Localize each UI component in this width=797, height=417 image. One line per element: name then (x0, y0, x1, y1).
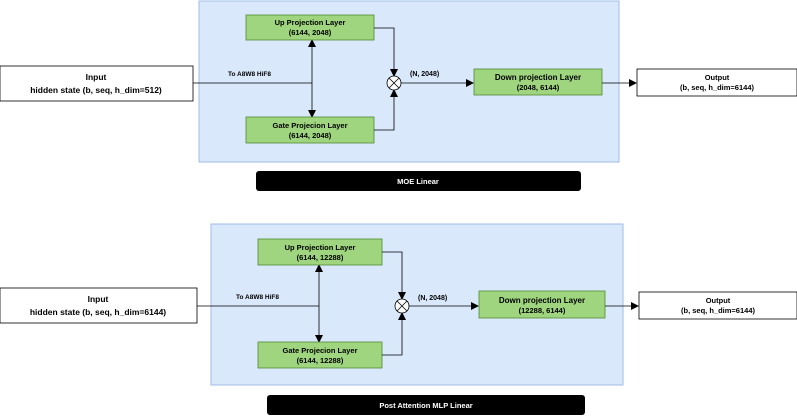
mlp-mul-label: (N, 2048) (418, 295, 447, 302)
mlp-down-projection-layer: Down projection Layer (12288, 6144) (478, 290, 606, 319)
mlp-up-projection-layer: Up Projection Layer (6144, 12288) (257, 238, 383, 266)
moe-down-dims: (2048, 6144) (517, 83, 560, 92)
mlp-input-title: Input (88, 294, 109, 304)
moe-gate-projection-layer: Gate Projecion Layer (6144, 2048) (245, 116, 375, 144)
mlp-input-box: Input hidden state (b, seq, h_dim=6144) (0, 287, 198, 324)
mlp-quant-label: To A8W8 HiF8 (236, 294, 279, 301)
moe-gate-to-multiply (374, 89, 398, 131)
mlp-up-title: Up Projection Layer (285, 243, 356, 252)
mlp-down-dims: (12288, 6144) (519, 306, 566, 315)
mlp-output-box: Output (b, seq, h_dim=6144) (638, 291, 797, 320)
moe-input-box: Input hidden state (b, seq, h_dim=512) (0, 65, 194, 102)
moe-gate-title: Gate Projecion Layer (272, 121, 347, 130)
mlp-down-title: Down projection Layer (499, 296, 585, 305)
mlp-output-title: Output (706, 296, 731, 305)
moe-up-to-multiply (374, 27, 398, 77)
mlp-output-shape: (b, seq, h_dim=6144) (681, 306, 755, 315)
moe-output-shape: (b, seq, h_dim=6144) (680, 83, 754, 92)
moe-output-title: Output (705, 73, 730, 82)
moe-caption: MOE Linear (256, 171, 581, 191)
moe-output-box: Output (b, seq, h_dim=6144) (636, 68, 797, 97)
mlp-gate-projection-layer: Gate Projecion Layer (6144, 12288) (257, 341, 383, 369)
mlp-caption-text: Post Attention MLP Linear (379, 401, 472, 410)
mlp-gate-dims: (6144, 12288) (297, 356, 344, 365)
moe-diagram: Input hidden state (b, seq, h_dim=512) T… (0, 0, 797, 191)
moe-down-projection-layer: Down projection Layer (2048, 6144) (473, 68, 603, 96)
mlp-diagram: Input hidden state (b, seq, h_dim=6144) … (0, 223, 797, 415)
moe-gate-dims: (6144, 2048) (289, 131, 332, 140)
moe-caption-text: MOE Linear (397, 177, 439, 186)
mlp-gate-title: Gate Projecion Layer (282, 346, 357, 355)
moe-mul-label: (N, 2048) (410, 71, 439, 78)
mlp-input-shape: hidden state (b, seq, h_dim=6144) (30, 307, 166, 317)
moe-up-dims: (6144, 2048) (289, 28, 332, 37)
moe-quant-label: To A8W8 HiF8 (228, 71, 271, 78)
moe-up-projection-layer: Up Projection Layer (6144, 2048) (245, 14, 375, 41)
mlp-up-to-multiply (382, 251, 406, 300)
mlp-up-dims: (6144, 12288) (297, 253, 344, 262)
mlp-multiply-node (394, 298, 410, 314)
moe-multiply-node (386, 75, 402, 91)
moe-down-title: Down projection Layer (495, 73, 581, 82)
moe-input-title: Input (86, 72, 107, 82)
mlp-gate-to-multiply (382, 312, 406, 356)
moe-input-shape: hidden state (b, seq, h_dim=512) (30, 85, 162, 95)
mlp-caption: Post Attention MLP Linear (267, 395, 585, 415)
moe-up-title: Up Projection Layer (275, 18, 346, 27)
